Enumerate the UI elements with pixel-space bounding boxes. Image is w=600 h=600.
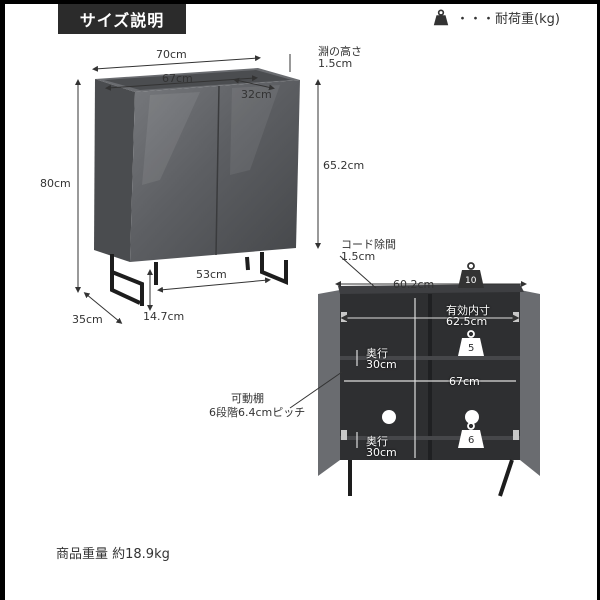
load-shelf-value: 5 — [468, 343, 475, 354]
legend-label: ・・・耐荷重(kg) — [456, 12, 560, 27]
shelf-width-label: 67cm — [449, 375, 480, 388]
top-border — [0, 0, 600, 4]
shelf-depth-title-1: 奥行 — [366, 347, 388, 360]
inner-width-label: 60.2cm — [393, 278, 435, 291]
open-dimension-lines — [340, 298, 520, 458]
load-legend: ・・・耐荷重(kg) — [432, 8, 560, 27]
open-cabinet — [318, 284, 540, 497]
right-border — [597, 0, 600, 600]
section-title: サイズ説明 — [58, 4, 186, 34]
leg-span-label: 53cm — [196, 268, 227, 281]
effective-title: 有効内寸 — [446, 304, 490, 317]
cord-gap-value: 1.5cm — [341, 250, 376, 263]
edge-height-value: 1.5cm — [318, 57, 353, 70]
weight-icon — [433, 8, 449, 25]
leg-right — [154, 252, 288, 285]
depth-total-label: 35cm — [72, 313, 103, 326]
leg-left — [110, 254, 144, 306]
shelf-depth-value-2: 30cm — [366, 446, 397, 459]
shelf-depth-value-1: 30cm — [366, 358, 397, 371]
load-icon-shelf — [458, 330, 484, 356]
cord-gap-title: コード除間 — [341, 238, 396, 251]
shelf-1 — [340, 356, 520, 360]
front-dimension-lines — [75, 54, 321, 324]
load-top-value: 10 — [465, 276, 477, 286]
open-legs — [348, 459, 514, 497]
door-right-open — [520, 290, 540, 476]
left-border — [0, 0, 5, 600]
leg-clearance-label: 14.7cm — [143, 310, 185, 323]
cabinet-side — [94, 79, 135, 262]
door-left-open — [318, 290, 340, 476]
load-icon-bottom — [458, 422, 484, 448]
effective-value: 62.5cm — [446, 315, 488, 328]
shelf-bottom — [340, 436, 520, 440]
movable-shelf-title: 可動棚 — [231, 392, 264, 405]
shelf-depth-title-2: 奥行 — [366, 435, 388, 448]
height-body-label: 65.2cm — [323, 159, 365, 172]
movable-shelf-pitch: 6段階6.4cmピッチ — [209, 406, 306, 419]
cord-hole-left — [382, 410, 396, 424]
load-icon-top — [458, 262, 484, 288]
cabinet-front — [130, 80, 300, 262]
cord-hole-right — [465, 410, 479, 424]
product-weight: 商品重量 約18.9kg — [56, 547, 170, 562]
height-total-label: 80cm — [40, 177, 71, 190]
door-split — [215, 85, 220, 256]
width-inner-label: 67cm — [162, 72, 193, 85]
load-bottom-value: 6 — [468, 435, 475, 446]
depth-inner-label: 32cm — [241, 88, 272, 101]
width-total-label: 70cm — [156, 48, 187, 61]
edge-height-title: 淵の高さ — [318, 45, 362, 58]
